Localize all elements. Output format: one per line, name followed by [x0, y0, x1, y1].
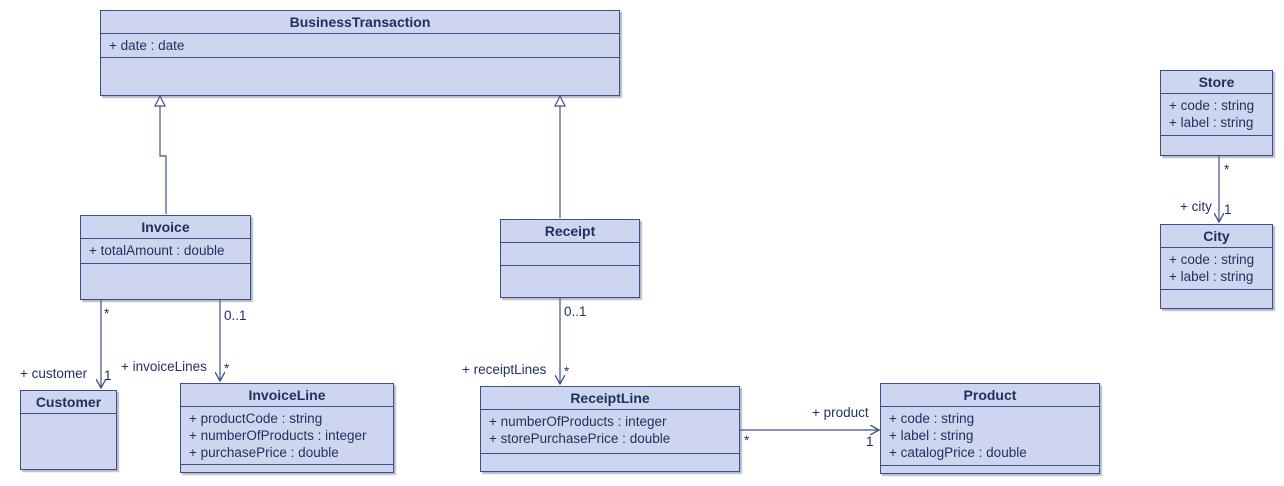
attribute: + label : string [1169, 269, 1254, 284]
attributes-compartment: + code : string + label : string [1161, 248, 1272, 290]
class-invoice-line[interactable]: InvoiceLine + productCode : string + num… [180, 383, 394, 473]
class-product[interactable]: Product + code : string + label : string… [880, 383, 1100, 474]
attributes-compartment: + date : date [101, 34, 619, 58]
class-receipt-line[interactable]: ReceiptLine + numberOfProducts : integer… [480, 386, 740, 472]
attributes-compartment: + numberOfProducts : integer + storePurc… [481, 410, 739, 454]
role-customer: + customer [20, 366, 88, 381]
generalization-receipt-arrowhead [554, 94, 566, 107]
multiplicity-receipt-lines-source: 0..1 [564, 304, 587, 319]
attributes-compartment [501, 243, 639, 266]
attribute: + code : string [1169, 98, 1255, 113]
attributes-compartment: + code : string + label : string + catal… [881, 407, 1099, 466]
attribute: + catalogPrice : double [889, 445, 1027, 460]
role-receipt-lines: + receiptLines [462, 362, 547, 377]
attributes-compartment: + code : string + label : string [1161, 94, 1272, 136]
class-name: City [1161, 225, 1272, 248]
multiplicity-receiptline-product-target: 1 [866, 434, 874, 449]
class-name: BusinessTransaction [101, 11, 619, 34]
class-customer[interactable]: Customer [20, 390, 117, 470]
attribute: + numberOfProducts : integer [489, 414, 667, 429]
multiplicity-receiptline-product-source: * [744, 433, 750, 448]
multiplicity-invoice-lines-target: * [224, 361, 230, 376]
multiplicity-invoice-customer-source: * [104, 306, 110, 321]
attribute: + code : string [1169, 252, 1255, 267]
class-name: Customer [21, 391, 116, 414]
attribute: + productCode : string [189, 411, 323, 426]
attribute: + totalAmount : double [89, 243, 225, 258]
class-name: Receipt [501, 220, 639, 243]
multiplicity-receipt-lines-target: * [564, 364, 570, 379]
role-product: + product [812, 405, 869, 420]
class-name: Store [1161, 71, 1272, 94]
class-name: Product [881, 384, 1099, 407]
role-city: + city [1180, 199, 1212, 214]
class-city[interactable]: City + code : string + label : string [1160, 224, 1273, 309]
class-name: InvoiceLine [181, 384, 393, 407]
attribute: + purchasePrice : double [189, 445, 339, 460]
class-name: ReceiptLine [481, 387, 739, 410]
attribute: + numberOfProducts : integer [189, 428, 367, 443]
attributes-compartment: + totalAmount : double [81, 239, 250, 264]
class-business-transaction[interactable]: BusinessTransaction + date : date [100, 10, 620, 96]
attribute: + date : date [109, 38, 185, 53]
generalization-invoice-arrowhead [154, 94, 166, 107]
class-invoice[interactable]: Invoice + totalAmount : double [80, 215, 251, 300]
role-invoice-lines: + invoiceLines [121, 359, 207, 374]
class-receipt[interactable]: Receipt [500, 219, 640, 298]
class-name: Invoice [81, 216, 250, 239]
multiplicity-store-city-source: * [1224, 162, 1230, 177]
multiplicity-invoice-lines-source: 0..1 [224, 308, 247, 323]
multiplicity-invoice-customer-target: 1 [104, 368, 112, 383]
multiplicity-store-city-target: 1 [1224, 202, 1232, 217]
attribute: + code : string [889, 411, 975, 426]
generalization-invoice-line [159, 106, 167, 214]
attribute: + storePurchasePrice : double [489, 431, 671, 446]
attribute: + label : string [1169, 115, 1254, 130]
class-store[interactable]: Store + code : string + label : string [1160, 70, 1273, 156]
attributes-compartment: + productCode : string + numberOfProduct… [181, 407, 393, 465]
attribute: + label : string [889, 428, 974, 443]
